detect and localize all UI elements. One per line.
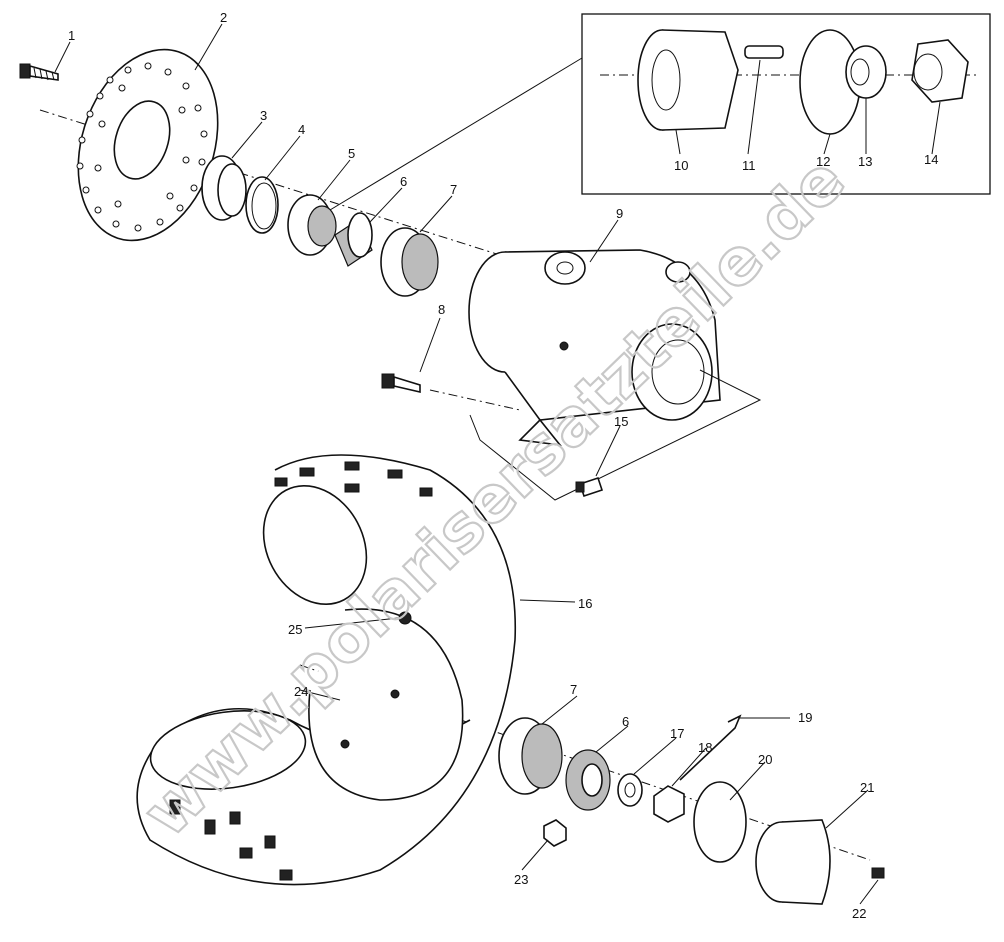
part-nut-23 [543, 819, 567, 847]
part-race-7b [498, 717, 563, 795]
part-nut-14 [911, 39, 969, 103]
callout-6: 6 [400, 174, 407, 189]
part-snap-ring-4 [245, 176, 279, 234]
callout-23: 23 [514, 872, 528, 887]
part-knuckle-9 [468, 249, 721, 447]
part-cap-21 [755, 819, 831, 905]
callout-6b: 6 [622, 714, 629, 729]
callout-4: 4 [298, 122, 305, 137]
part-cotter-pin-19 [679, 714, 742, 781]
part-race-7 [380, 227, 439, 297]
callout-2: 2 [220, 10, 227, 25]
part-bolt-8 [381, 373, 421, 394]
part-9-leader-box [469, 369, 762, 501]
callout-17: 17 [670, 726, 684, 741]
part-rim-24 [308, 608, 464, 801]
callout-1: 1 [68, 28, 75, 43]
callout-15: 15 [614, 414, 628, 429]
callout-14: 14 [924, 152, 938, 167]
part-bolt-1 [19, 63, 59, 81]
callout-9: 9 [616, 206, 623, 221]
callout-19: 19 [798, 710, 812, 725]
callout-24: 24 [294, 684, 308, 699]
part-bearing-6 [334, 212, 373, 267]
callout-25: 25 [288, 622, 302, 637]
part-hub-5 [287, 194, 337, 256]
part-pin-11 [744, 45, 784, 59]
callout-10: 10 [674, 158, 688, 173]
part-bolt-22 [871, 867, 885, 879]
part-valve-25 [398, 611, 412, 625]
part-washer-13 [845, 45, 887, 99]
callout-7: 7 [450, 182, 457, 197]
callout-20: 20 [758, 752, 772, 767]
callout-22: 22 [852, 906, 866, 921]
inset-box [581, 13, 991, 195]
axis-line-bolt8 [429, 389, 521, 411]
inset-leader [329, 57, 583, 211]
part-oring-20 [693, 781, 747, 863]
part-seal-3 [201, 155, 247, 221]
part-hub-10 [637, 29, 739, 131]
callout-21: 21 [860, 780, 874, 795]
callout-8: 8 [438, 302, 445, 317]
callout-5: 5 [348, 146, 355, 161]
watermark-text: www.polarisersatzteile.de [130, 143, 860, 851]
part-fitting-15 [575, 476, 604, 498]
callout-11: 11 [742, 158, 756, 173]
part-brake-disc-2 [76, 48, 219, 242]
callout-3: 3 [260, 108, 267, 123]
callout-13: 13 [858, 154, 872, 169]
callout-18: 18 [698, 740, 712, 755]
callout-16: 16 [578, 596, 592, 611]
part-bearing-6b [565, 749, 611, 811]
part-washer-17 [617, 773, 643, 807]
leader-lines [54, 23, 941, 905]
callout-labels: 1 2 3 4 5 6 7 8 9 10 11 12 13 14 15 16 7… [68, 10, 938, 921]
callout-7b: 7 [570, 682, 577, 697]
callout-12: 12 [816, 154, 830, 169]
part-nut-18 [653, 785, 685, 823]
